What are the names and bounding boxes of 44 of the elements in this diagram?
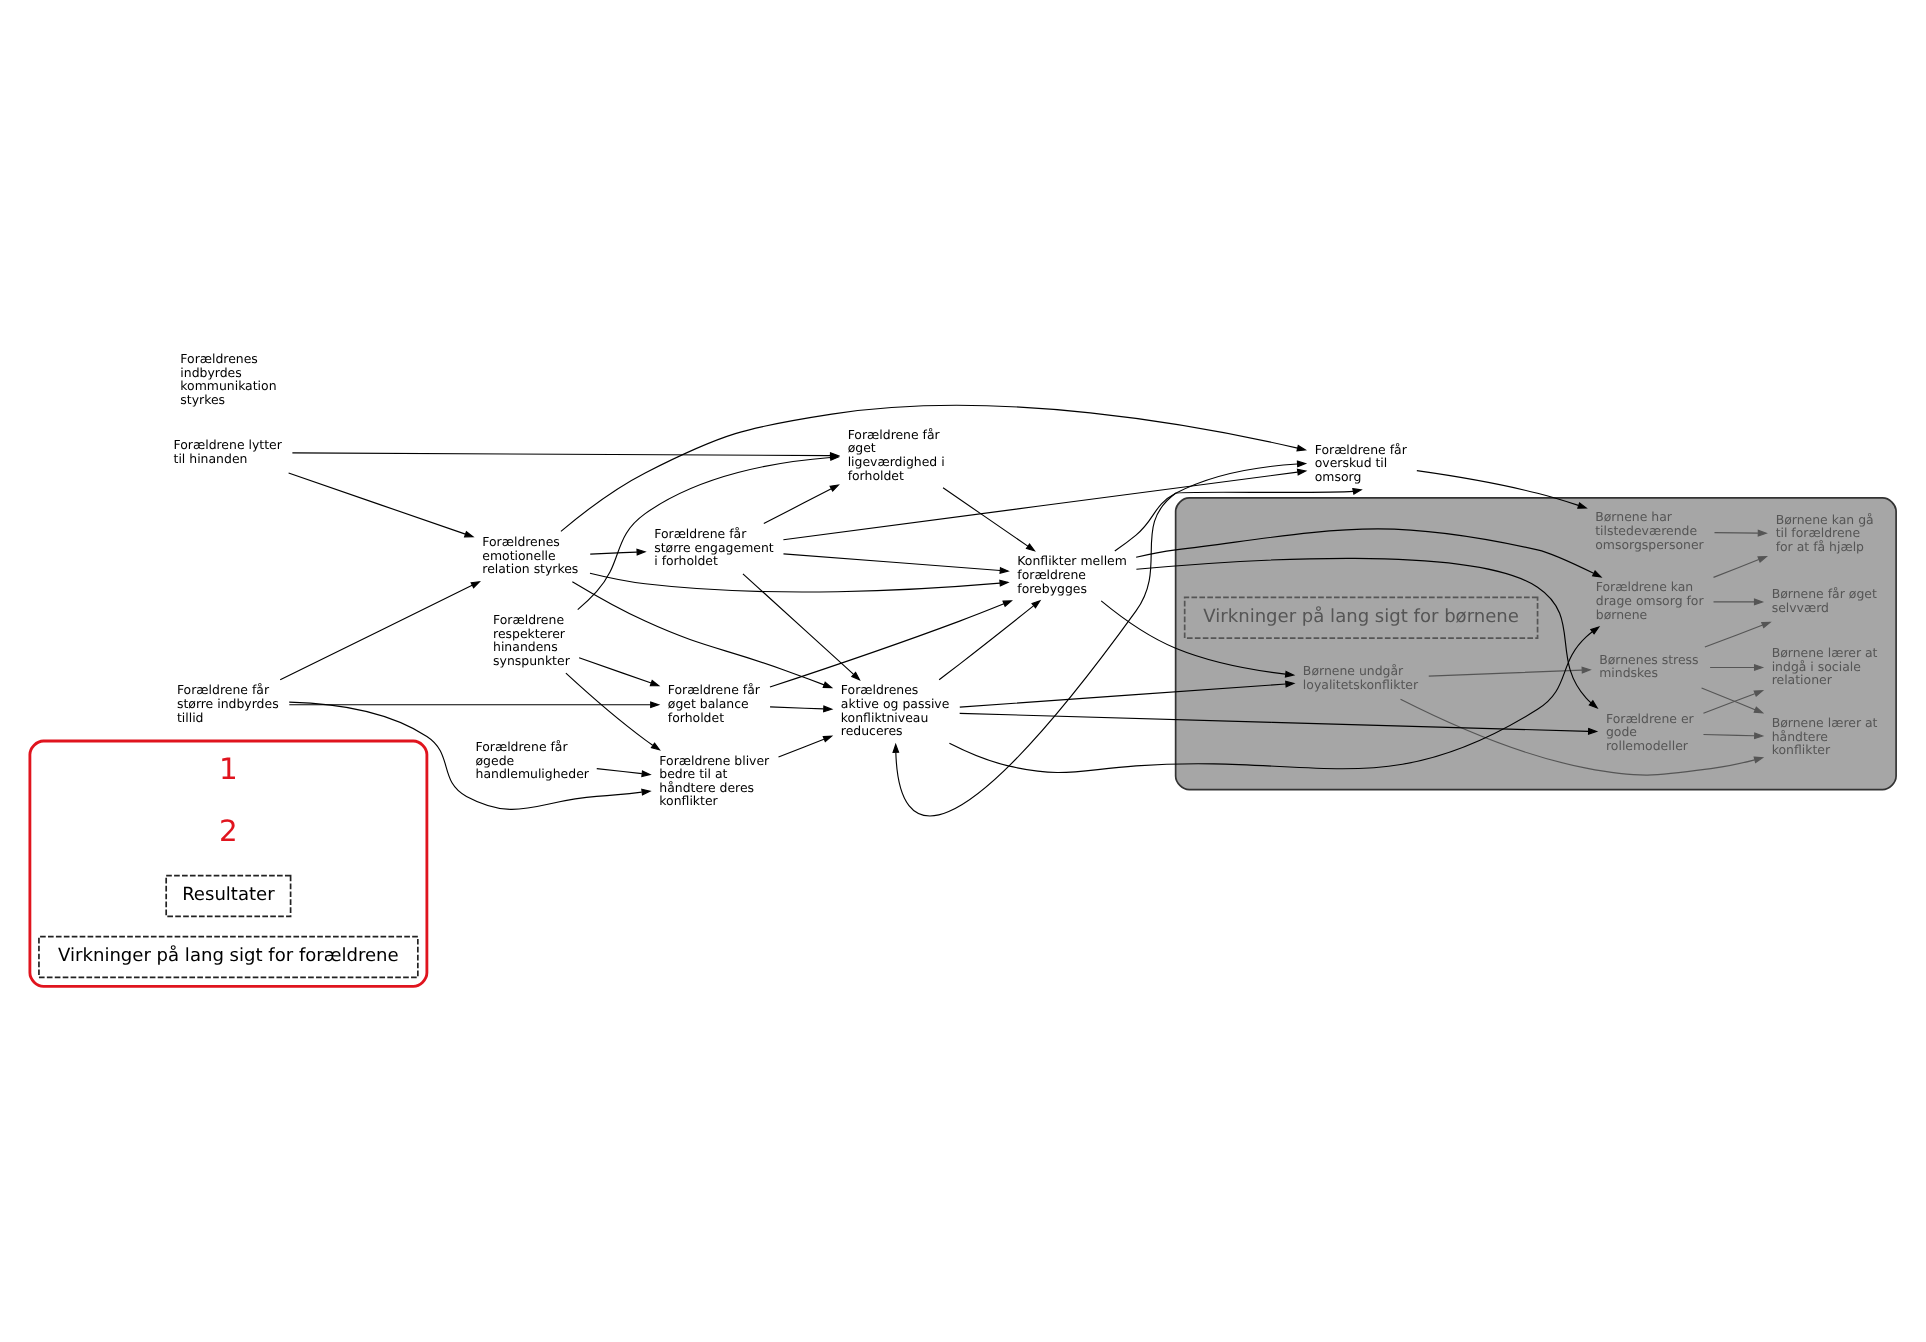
- arrow: [565, 671, 661, 750]
- arrow: [1712, 554, 1768, 577]
- arrow: [959, 711, 1599, 734]
- arrow: [938, 598, 1042, 680]
- arrow: [959, 679, 1296, 707]
- arrow: [578, 656, 661, 686]
- arrow: [279, 579, 481, 680]
- arrow: [560, 403, 1308, 531]
- arrow: [589, 571, 1010, 592]
- arrow: [1416, 469, 1588, 508]
- arrow: [892, 487, 1363, 816]
- arrow: [1712, 597, 1765, 605]
- arrow: [1100, 599, 1296, 677]
- arrow: [1713, 528, 1768, 536]
- label: 2: [219, 813, 238, 848]
- label: 1: [219, 751, 238, 786]
- arrow: [571, 580, 834, 688]
- arrow: [763, 483, 840, 524]
- arrow: [942, 486, 1036, 551]
- arrow: [782, 467, 1308, 540]
- arrow: [1399, 697, 1765, 775]
- arrow: [769, 704, 834, 712]
- node-box: Virkninger på lang sigt for forældrene: [38, 934, 419, 978]
- arrow: [288, 700, 661, 708]
- arrow: [1135, 527, 1603, 577]
- arrow: [589, 547, 647, 555]
- arrow: [1709, 662, 1765, 671]
- arrow: [742, 572, 861, 680]
- cluster: [1174, 495, 1897, 790]
- node-box: Virkninger på lang sigt for børnene: [1183, 595, 1539, 638]
- node-box: Resultater: [165, 873, 292, 917]
- arrow: [782, 552, 1010, 573]
- arrow: [596, 767, 652, 777]
- arrow: [948, 624, 1601, 773]
- arrow: [1114, 459, 1308, 551]
- arrow: [288, 471, 475, 537]
- arrow: [1135, 556, 1599, 709]
- arrow: [288, 700, 652, 809]
- arrow: [1702, 731, 1765, 739]
- arrow: [769, 599, 1013, 687]
- cluster: [28, 738, 429, 987]
- arrow: [1704, 620, 1772, 647]
- arrow: [777, 734, 834, 757]
- arrow: [1428, 665, 1592, 676]
